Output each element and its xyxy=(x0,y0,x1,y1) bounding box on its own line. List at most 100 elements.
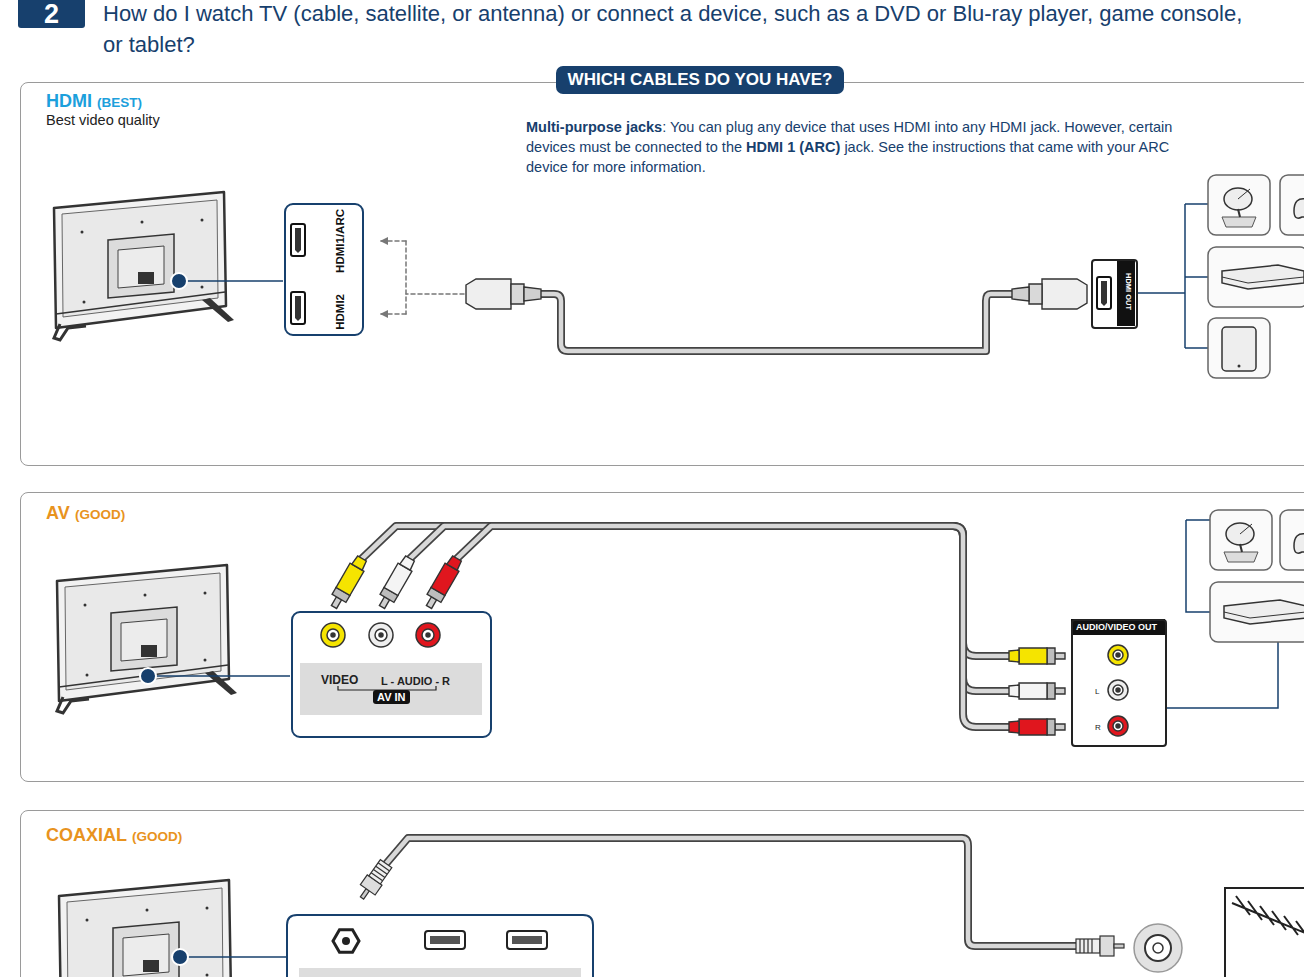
illustration xyxy=(425,931,465,949)
cable xyxy=(511,284,524,304)
cable xyxy=(410,526,1011,691)
illustration xyxy=(507,931,547,949)
cable xyxy=(1055,653,1065,659)
cable xyxy=(1029,284,1042,304)
cable xyxy=(381,313,406,315)
illustration xyxy=(375,629,387,641)
cable xyxy=(362,526,1011,656)
illustration xyxy=(1232,896,1304,935)
note-bold: HDMI 1 (ARC) xyxy=(746,139,840,155)
illustration xyxy=(172,949,188,965)
cable xyxy=(400,556,415,571)
illustration xyxy=(1113,650,1123,660)
illustration xyxy=(1116,724,1120,728)
panel-heading: AV xyxy=(46,504,70,524)
cable xyxy=(1055,688,1065,694)
banner-text: WHICH CABLES DO YOU HAVE? xyxy=(568,70,833,89)
illustration xyxy=(179,280,283,282)
illustration xyxy=(422,629,434,641)
cable xyxy=(375,555,417,611)
device-port: HDMI OUT xyxy=(1091,259,1138,329)
illustration xyxy=(1145,935,1171,961)
tv-jack-panel: HDMI1/ARCHDMI2 xyxy=(284,203,364,336)
cable xyxy=(447,556,462,571)
port-header: AUDIO/VIDEO OUT xyxy=(1076,623,1157,633)
illustration xyxy=(1134,924,1182,972)
illustration xyxy=(300,663,482,715)
illustration xyxy=(1225,888,1304,977)
note-bold: Multi-purpose jacks xyxy=(526,119,662,135)
cable xyxy=(1019,683,1047,699)
illustration xyxy=(1153,943,1163,953)
illustration xyxy=(1108,645,1128,736)
jack-label: L - AUDIO - R xyxy=(381,675,450,687)
cable xyxy=(1012,287,1029,301)
illustration xyxy=(1117,260,1135,326)
jack-label: R xyxy=(1095,724,1101,733)
cable xyxy=(1009,650,1019,662)
note-text: Multi-purpose jacks: You can plug any de… xyxy=(526,117,1176,177)
illustration xyxy=(291,292,305,324)
device-port: AUDIO/VIDEO OUT L R xyxy=(1071,619,1167,747)
illustration xyxy=(385,838,1078,946)
panel-rating: (GOOD) xyxy=(75,508,125,523)
illustration xyxy=(1114,944,1124,948)
cable xyxy=(1009,721,1019,733)
jack-group-label: AV IN xyxy=(373,690,410,704)
cable xyxy=(352,556,367,571)
cable xyxy=(1019,719,1047,735)
cable xyxy=(1019,648,1047,664)
cable xyxy=(524,287,541,301)
illustration xyxy=(430,936,460,944)
illustration xyxy=(1116,653,1120,657)
cable xyxy=(1047,683,1055,699)
heading-banner: WHICH CABLES DO YOU HAVE? xyxy=(556,66,845,94)
cable xyxy=(1009,685,1019,697)
panel-heading: COAXIAL xyxy=(46,826,127,846)
illustration xyxy=(180,956,287,958)
illustration xyxy=(171,273,187,289)
illustration xyxy=(1208,247,1304,307)
jack-label: L xyxy=(1095,688,1099,697)
illustration xyxy=(140,668,156,684)
illustration xyxy=(287,915,593,977)
illustration xyxy=(57,565,237,713)
panel-rating: (BEST) xyxy=(97,96,142,111)
port-label: HDMI OUT xyxy=(1124,273,1132,310)
jack-label: HDMI1/ARC xyxy=(334,209,347,273)
illustration xyxy=(148,675,290,677)
cable xyxy=(539,294,1014,351)
illustration xyxy=(1116,688,1120,692)
illustration xyxy=(1097,277,1111,309)
cable xyxy=(406,293,464,295)
cable xyxy=(362,526,1011,656)
illustration xyxy=(333,930,359,953)
cable xyxy=(327,526,1065,664)
illustration xyxy=(512,936,542,944)
illustration xyxy=(299,968,581,977)
illustration xyxy=(1208,318,1270,378)
panel-heading: HDMI xyxy=(46,92,92,112)
illustration xyxy=(385,838,1078,946)
cable xyxy=(327,555,369,611)
illustration xyxy=(369,860,392,884)
illustration xyxy=(369,623,393,647)
illustration xyxy=(1280,510,1304,570)
illustration xyxy=(1100,936,1114,956)
jack-label: VIDEO xyxy=(321,674,358,687)
cable xyxy=(1055,724,1065,730)
step-number: 2 xyxy=(18,0,85,28)
cable xyxy=(381,240,406,242)
illustration xyxy=(140,273,188,965)
cable xyxy=(405,241,407,314)
illustration xyxy=(416,623,440,647)
cable xyxy=(422,526,1065,735)
panel-rating: (GOOD) xyxy=(132,830,182,845)
illustration xyxy=(1108,680,1128,700)
illustration xyxy=(355,858,394,903)
connection-panel: AV (GOOD) VIDEO L - AUDIO - R AV IN AUDIO/VID… xyxy=(20,492,1304,782)
illustration xyxy=(291,224,305,256)
illustration xyxy=(148,281,290,957)
illustration xyxy=(1137,204,1208,348)
